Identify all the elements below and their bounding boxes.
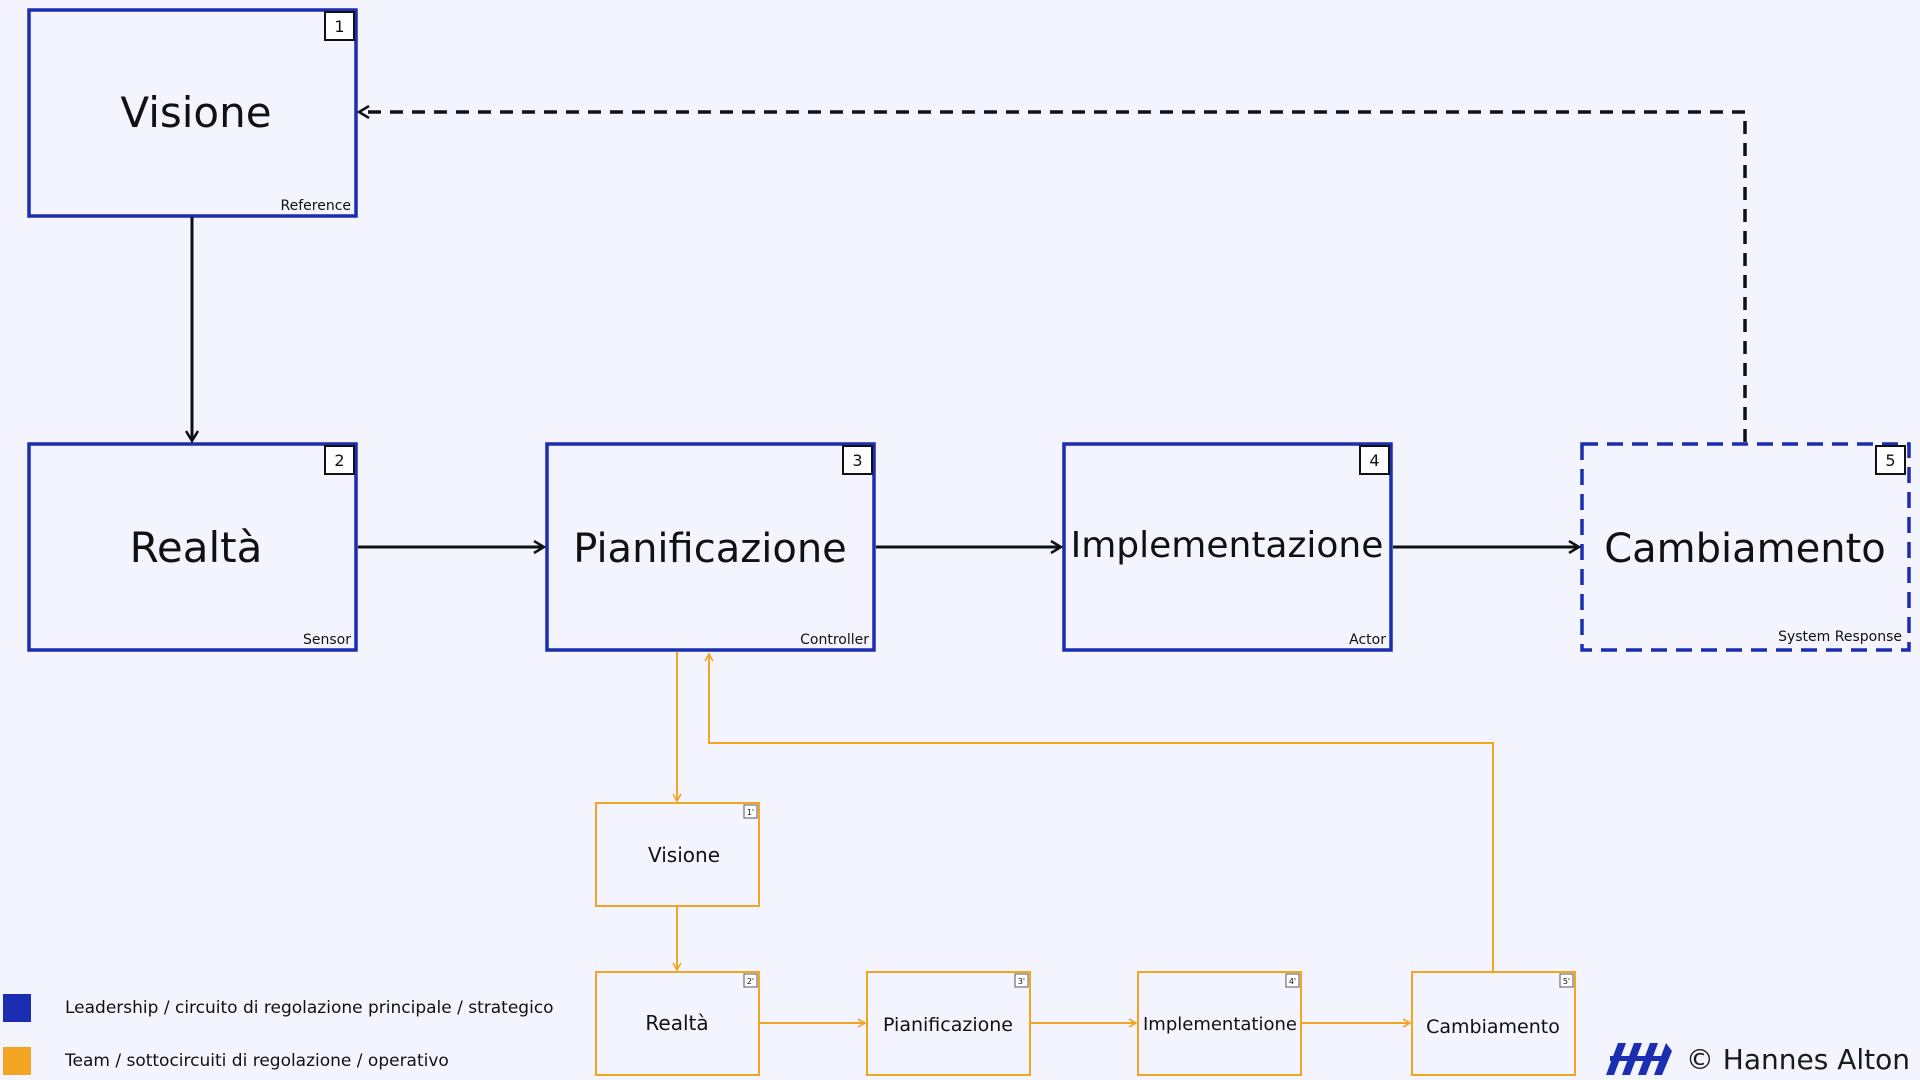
- main-box-role: System Response: [1778, 629, 1902, 645]
- sub-box-title: Cambiamento: [1426, 1016, 1560, 1038]
- sub-box-cambiamento: 5' Cambiamento: [1411, 971, 1576, 1076]
- hannes-alton-logo-icon: [1605, 1043, 1672, 1075]
- sub-feedback-arrow-cambiamento-to-pianificazione: [704, 652, 1494, 971]
- sub-box-number: 2': [747, 977, 754, 986]
- main-box-number: 2: [334, 451, 344, 470]
- sub-box-visione: 1' Visione: [595, 802, 760, 907]
- credit-text: © Hannes Alton: [1685, 1042, 1910, 1076]
- sub-box-title: Visione: [648, 843, 720, 867]
- main-box-title: Implementazione: [1071, 525, 1384, 566]
- legend-swatch-operative: [3, 1047, 31, 1075]
- main-box-number: 3: [852, 451, 862, 470]
- credit: © Hannes Alton: [1604, 1041, 1910, 1077]
- legend-label-strategic: Leadership / circuito di regolazione pri…: [65, 998, 554, 1018]
- main-box-implementazione: 4 Implementazione Actor: [1062, 442, 1393, 652]
- sub-box-title: Pianificazione: [883, 1014, 1013, 1036]
- main-box-role: Sensor: [303, 632, 351, 648]
- legend-item-operative: Team / sottocircuiti di regolazione / op…: [0, 1047, 449, 1075]
- sub-box-number: 3': [1018, 977, 1025, 986]
- sub-box-title: Realtà: [645, 1011, 708, 1035]
- main-box-title: Pianificazione: [573, 526, 847, 572]
- main-box-cambiamento: 5 Cambiamento System Response: [1580, 442, 1911, 652]
- main-box-role: Controller: [800, 632, 869, 648]
- main-box-title: Cambiamento: [1604, 526, 1886, 572]
- sub-box-implementazione: 4' Implementatione: [1137, 971, 1302, 1076]
- main-box-number: 1: [334, 17, 344, 36]
- feedback-arrow-cambiamento-to-visione: [360, 112, 1747, 442]
- main-box-title: Realtà: [130, 523, 263, 572]
- sub-box-number: 4': [1289, 977, 1296, 986]
- legend-swatch-strategic: [3, 994, 31, 1022]
- legend-item-strategic: Leadership / circuito di regolazione pri…: [0, 994, 554, 1022]
- sub-box-realta: 2' Realtà: [595, 971, 760, 1076]
- sub-box-pianificazione: 3' Pianificazione: [866, 971, 1031, 1076]
- main-box-role: Reference: [281, 198, 352, 214]
- sub-box-number: 5': [1563, 977, 1570, 986]
- sub-box-title: Implementatione: [1143, 1014, 1297, 1035]
- sub-box-number: 1': [747, 808, 754, 817]
- main-box-pianificazione: 3 Pianificazione Controller: [545, 442, 876, 652]
- main-box-number: 4: [1369, 451, 1379, 470]
- main-box-visione: 1 Visione Reference: [27, 8, 358, 218]
- legend-label-operative: Team / sottocircuiti di regolazione / op…: [65, 1051, 449, 1071]
- main-box-title: Visione: [120, 88, 271, 137]
- main-box-number: 5: [1885, 451, 1895, 470]
- main-box-realta: 2 Realtà Sensor: [27, 442, 358, 652]
- main-box-role: Actor: [1349, 632, 1386, 648]
